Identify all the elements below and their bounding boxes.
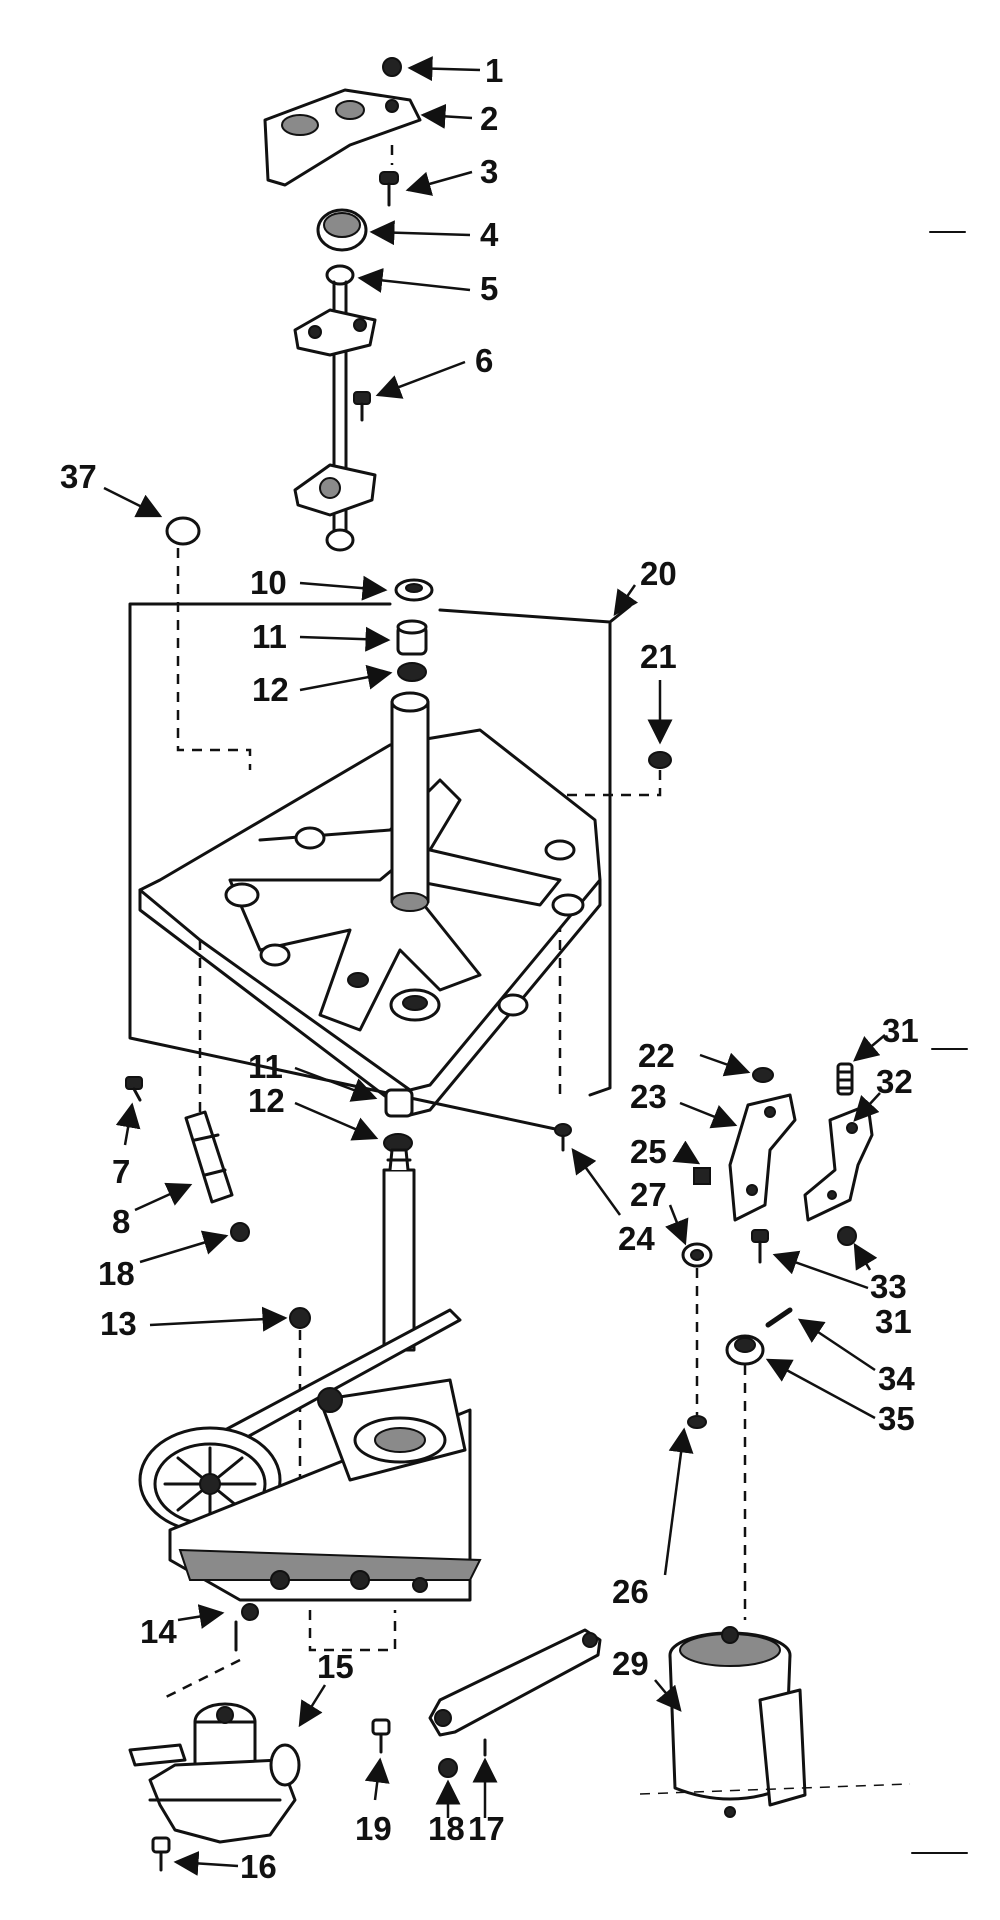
callout-13: 13 xyxy=(100,1305,137,1342)
callout-20: 20 xyxy=(640,555,677,592)
part-35-nut xyxy=(725,1334,765,1366)
part-4-cap xyxy=(316,208,368,252)
margin-marks xyxy=(639,231,968,1854)
callout-6: 6 xyxy=(475,342,493,379)
part-21-dash xyxy=(558,770,662,1095)
part-6-screw xyxy=(353,391,371,422)
part-17-arm xyxy=(428,1628,602,1757)
part-2-bracket xyxy=(263,88,422,187)
callout-10: 10 xyxy=(250,564,287,601)
part-15-pump xyxy=(128,1702,301,1844)
callout-34: 34 xyxy=(878,1360,915,1397)
part-29-motor xyxy=(668,1626,807,1818)
part-19-screw xyxy=(371,1718,391,1754)
part-18-nut-upper xyxy=(230,1222,250,1242)
part-12-washer xyxy=(397,662,427,682)
callout-25: 25 xyxy=(630,1133,667,1170)
callout-21: 21 xyxy=(640,638,677,675)
callout-37: 37 xyxy=(60,458,97,495)
part-8-mount xyxy=(184,1110,234,1204)
callout-12-lower: 12 xyxy=(248,1082,285,1119)
callout-1: 1 xyxy=(485,52,503,89)
callout-27: 27 xyxy=(630,1176,667,1213)
part-37-plug xyxy=(165,516,201,546)
callout-11-lower: 11 xyxy=(248,1048,283,1085)
callout-24: 24 xyxy=(618,1220,655,1257)
callout-8: 8 xyxy=(112,1203,130,1240)
part-16-screw xyxy=(151,1836,171,1872)
base-plate xyxy=(138,691,602,1117)
part-11-bearing xyxy=(396,619,428,656)
callout-15: 15 xyxy=(317,1648,354,1685)
leader-arrows xyxy=(103,56,886,1876)
part-21-nut xyxy=(648,751,672,769)
part-34-clip xyxy=(765,1307,793,1328)
callout-2: 2 xyxy=(480,100,498,137)
part-33-nut xyxy=(837,1226,857,1246)
callout-23: 23 xyxy=(630,1078,667,1115)
part-18-nut-lower xyxy=(438,1758,458,1778)
part-32-bracket xyxy=(803,1103,874,1222)
part-1-nut xyxy=(382,57,402,77)
callout-11: 11 xyxy=(252,618,287,655)
part-31-screw-upper xyxy=(836,1062,854,1096)
part-25-nut xyxy=(693,1167,711,1185)
part-23-bracket xyxy=(728,1093,797,1222)
callout-22: 22 xyxy=(638,1037,675,1074)
part-14-dash xyxy=(159,1658,241,1702)
callout-32: 32 xyxy=(876,1063,913,1100)
callout-18-lower: 18 xyxy=(428,1810,465,1847)
callout-33: 33 xyxy=(870,1268,907,1305)
part-26-nut xyxy=(687,1415,707,1429)
callout-5: 5 xyxy=(480,270,498,307)
part-3-screw xyxy=(379,171,399,207)
part-5-shaft-assembly xyxy=(293,264,377,552)
part-27-grommet xyxy=(681,1242,713,1268)
callout-12: 12 xyxy=(252,671,289,708)
part-37-dash xyxy=(176,548,252,770)
callout-26: 26 xyxy=(612,1573,649,1610)
callout-17: 17 xyxy=(468,1810,505,1847)
callout-3: 3 xyxy=(480,153,498,190)
callout-29: 29 xyxy=(612,1645,649,1682)
part-19-dash xyxy=(308,1610,397,1652)
callout-7: 7 xyxy=(112,1153,130,1190)
transmission-assembly xyxy=(138,1148,482,1621)
callout-31-upper: 31 xyxy=(882,1012,919,1049)
callout-18-upper: 18 xyxy=(98,1255,135,1292)
callout-31-lower: 31 xyxy=(875,1303,912,1340)
callout-14: 14 xyxy=(140,1613,177,1650)
callout-labels: 1 2 3 4 5 6 37 10 11 12 20 21 11 12 7 8 … xyxy=(60,52,919,1885)
callout-16: 16 xyxy=(240,1848,277,1885)
part-31-screw-lower xyxy=(751,1229,769,1264)
callout-35: 35 xyxy=(878,1400,915,1437)
part-7-screw xyxy=(125,1076,143,1102)
part-11-lower-bearing xyxy=(384,1088,414,1118)
callout-19: 19 xyxy=(355,1810,392,1847)
part-22-nut xyxy=(752,1067,774,1083)
part-10-washer xyxy=(394,578,434,602)
part-24-screw xyxy=(554,1123,572,1152)
callout-4: 4 xyxy=(480,216,499,253)
